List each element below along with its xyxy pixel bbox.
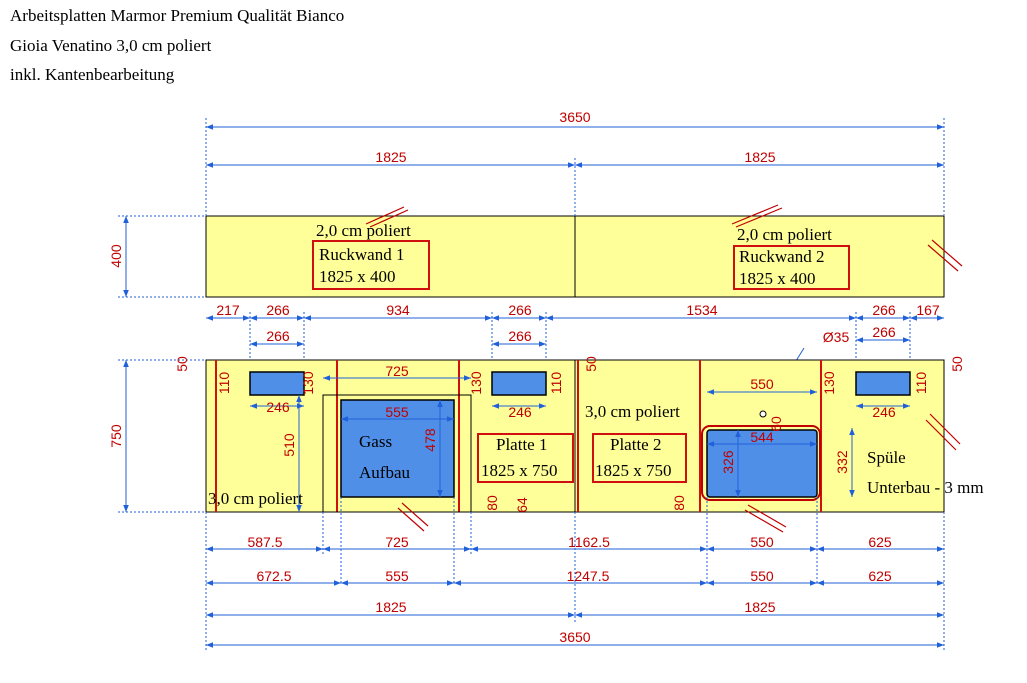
tap-hole [759, 410, 767, 418]
dim-64: 64 [514, 497, 530, 513]
dim-total-top: 3650 [559, 109, 590, 125]
dim-266-c: 266 [872, 302, 896, 318]
gas-label-2: Aufbau [359, 463, 410, 482]
dim-60: 60 [768, 416, 784, 432]
backsplash-left-label-box [312, 240, 430, 290]
backsplash-right-label-box [733, 245, 850, 290]
dim-win-266-b: 266 [508, 328, 532, 344]
backsplash-hatch-marks [365, 204, 963, 272]
backsplash-right-finish: 2,0 cm poliert [737, 225, 832, 244]
dim-110-a: 110 [216, 372, 232, 395]
plate2-name: Platte 2 [610, 435, 661, 454]
backsplash-right-size: 1825 x 400 [739, 269, 816, 288]
cutout-window-middle [491, 371, 547, 396]
cutout-gas-hob [340, 399, 455, 498]
dim-110-c: 110 [913, 372, 929, 395]
dim-50-right: 50 [949, 356, 965, 372]
dim-130-b: 130 [468, 371, 484, 395]
dim-246-b: 246 [508, 404, 532, 420]
dim-110-b: 110 [548, 372, 564, 395]
dim-win-266-a: 266 [266, 328, 290, 344]
dim-bottom-row3-2: 1825 [744, 599, 775, 615]
plate2-size: 1825 x 750 [595, 461, 672, 480]
dim-167: 167 [916, 302, 940, 318]
dim-266-b: 266 [508, 302, 532, 318]
dim-555: 555 [385, 404, 409, 420]
dim-worktop-height: 750 [108, 424, 124, 448]
worktop-left-finish: 3,0 cm poliert [208, 489, 303, 508]
sink-label-1: Spüle [867, 448, 906, 467]
gas-label-1: Gass [359, 432, 392, 451]
dim-bottom-row2-5: 625 [868, 568, 892, 584]
dim-bottom-row2-4: 550 [750, 568, 774, 584]
dim-half-right: 1825 [744, 149, 775, 165]
plate1-name: Platte 1 [496, 435, 547, 454]
dim-bottom-row2-3: 1247.5 [567, 568, 610, 584]
dim-544: 544 [750, 429, 774, 445]
dim-bottom-row2-2: 555 [385, 568, 409, 584]
worktop-mid-finish: 3,0 cm poliert [585, 402, 680, 421]
dim-bottom-row3-1: 1825 [375, 599, 406, 615]
plate1-label-box [477, 433, 574, 483]
backsplash-right-name: Ruckwand 2 [739, 247, 824, 266]
dim-bottom-row1-5: 625 [868, 534, 892, 550]
plate1-size: 1825 x 750 [481, 461, 558, 480]
dim-217: 217 [216, 302, 240, 318]
dim-diameter: Ø35 [823, 329, 850, 345]
header-line-3: inkl. Kantenbearbeitung [10, 65, 175, 84]
backsplash-left-size: 1825 x 400 [319, 267, 396, 286]
dim-bottom-total: 3650 [559, 629, 590, 645]
dim-130-c: 130 [821, 371, 837, 395]
dim-bottom-row1-3: 1162.5 [568, 534, 610, 550]
dim-332: 332 [834, 450, 850, 474]
dim-478: 478 [422, 428, 438, 452]
backsplash-left-finish: 2,0 cm poliert [316, 221, 411, 240]
dim-246-a: 246 [266, 399, 290, 415]
dim-80-a: 80 [484, 495, 500, 511]
dim-550-sink: 550 [750, 376, 774, 392]
backsplash-left-name: Ruckwand 1 [319, 245, 404, 264]
dim-bottom-row2-1: 672.5 [256, 568, 291, 584]
dim-80-b: 80 [671, 495, 687, 511]
dim-246-c: 246 [872, 404, 896, 420]
header-line-1: Arbeitsplatten Marmor Premium Qualität B… [10, 6, 345, 25]
sink-label-2: Unterbau - 3 mm [867, 478, 984, 497]
dim-130-a: 130 [300, 371, 316, 395]
plate2-label-box [592, 433, 687, 483]
dim-1534: 1534 [686, 302, 717, 318]
dim-266-a: 266 [266, 302, 290, 318]
dim-bottom-row1-2: 725 [385, 534, 409, 550]
sink-outline [701, 425, 821, 501]
dim-backsplash-height: 400 [108, 244, 124, 268]
worktop-hatch-marks [397, 413, 961, 533]
dim-510: 510 [281, 433, 297, 457]
dim-win-266-c: 266 [872, 324, 896, 340]
cutout-window-left [249, 371, 305, 396]
dim-bottom-row1-4: 550 [750, 534, 774, 550]
header-line-2: Gioia Venatino 3,0 cm poliert [10, 36, 212, 55]
dim-934: 934 [386, 302, 410, 318]
dim-326: 326 [720, 450, 736, 474]
gas-hob-area [322, 394, 472, 513]
dim-50-mid: 50 [583, 356, 599, 372]
dim-bottom-row1-1: 587.5 [247, 534, 282, 550]
dim-725-top: 725 [385, 363, 409, 379]
dim-50-left: 50 [174, 356, 190, 372]
dim-half-left: 1825 [375, 149, 406, 165]
cutout-window-right [855, 371, 911, 396]
